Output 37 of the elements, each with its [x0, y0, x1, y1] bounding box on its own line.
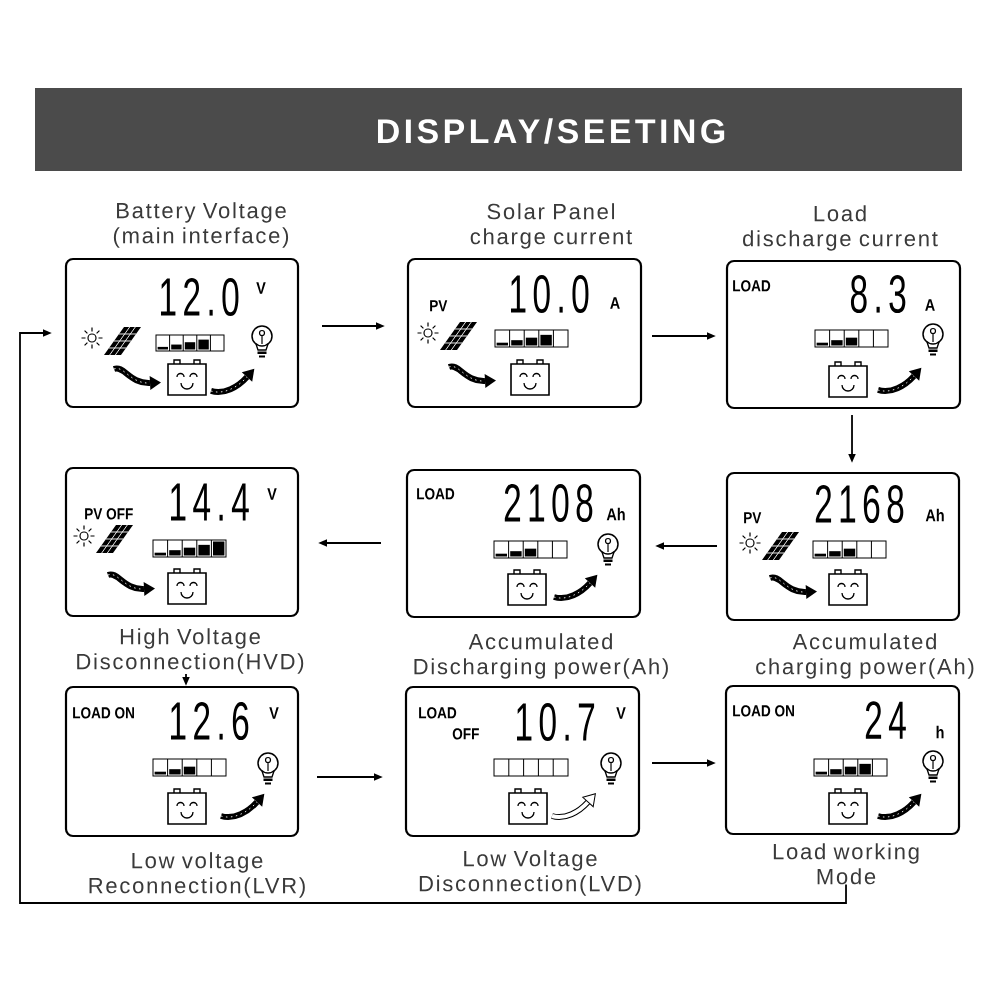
status-text: LOAD OFF — [419, 707, 479, 740]
status-text: PV OFF — [85, 508, 133, 520]
unit-label: Ah — [606, 507, 625, 521]
unit-label: h — [936, 725, 944, 739]
screen-caption: Load working Mode — [773, 843, 919, 885]
unit-label: A — [925, 299, 935, 311]
unit-label: Ah — [925, 508, 944, 522]
screen-caption: Low Voltage Disconnection(LVD) — [419, 850, 641, 896]
status-text: PV — [430, 300, 448, 312]
unit-label: A — [610, 297, 620, 309]
screen-caption: Accumulated charging power(Ah) — [756, 633, 974, 679]
digital-reading: 2168 — [815, 484, 904, 524]
status-text: LOAD — [733, 280, 771, 292]
screen-caption: Solar Panel charge current — [470, 203, 633, 249]
unit-label: V — [616, 707, 626, 719]
unit-label: V — [267, 488, 277, 500]
screen-caption: Low voltage Reconnection(LVR) — [89, 852, 305, 898]
screen-caption: Accumulated Discharging power(Ah) — [414, 633, 668, 679]
digital-reading: 12.0 — [161, 277, 239, 317]
digital-reading: 2108 — [504, 483, 593, 523]
title-banner: DISPLAY/SEETING — [35, 88, 962, 171]
status-text: LOAD — [417, 488, 455, 500]
screen-caption: High Voltage Disconnection(HVD) — [77, 628, 304, 674]
digital-reading: 24 — [865, 701, 906, 739]
screen-caption: Load discharge current — [743, 205, 938, 251]
arrow — [19, 329, 847, 904]
digital-reading: 8.3 — [850, 274, 906, 314]
digital-reading: 12.6 — [171, 701, 249, 741]
status-text: LOAD ON — [73, 707, 134, 719]
digital-reading: 14.4 — [171, 483, 249, 521]
screen-caption: Battery Voltage (main interface) — [113, 202, 289, 248]
unit-label: V — [256, 282, 266, 294]
unit-label: V — [269, 707, 279, 719]
digital-reading: 10.0 — [511, 274, 589, 314]
status-text: PV — [744, 512, 762, 524]
status-text: LOAD ON — [733, 705, 794, 717]
digital-reading: 10.7 — [517, 702, 595, 742]
